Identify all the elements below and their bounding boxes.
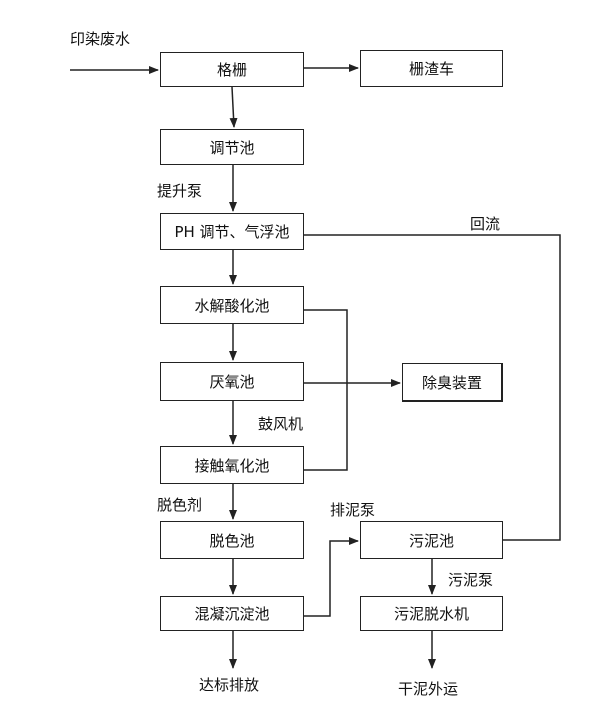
- box-ph-flotation-tank: PH 调节、气浮池: [160, 213, 304, 250]
- box-hydrolysis-tank: 水解酸化池: [160, 286, 304, 324]
- box-coag-settling-tank: 混凝沉淀池: [160, 596, 304, 631]
- label-decolor-agent: 脱色剂: [157, 496, 203, 514]
- box-decolor-tank-label: 脱色池: [209, 531, 255, 550]
- label-sludge-pump-2: 污泥泵: [448, 571, 494, 589]
- label-lift-pump: 提升泵: [157, 182, 203, 200]
- label-reflux: 回流: [470, 215, 501, 233]
- box-regulating-tank: 调节池: [160, 129, 304, 165]
- arrow-grating-regulating: [229, 86, 238, 128]
- label-blower: 鼓风机: [258, 415, 304, 433]
- label-discharge: 达标排放: [199, 676, 260, 694]
- box-contact-oxidation-tank-label: 接触氧化池: [194, 456, 270, 475]
- gas-collection-line: [304, 309, 348, 471]
- box-regulating-tank-label: 调节池: [209, 138, 255, 157]
- box-deodorization-device-label: 除臭装置: [421, 373, 482, 392]
- reflux-line: [304, 234, 561, 541]
- label-sludge-pump-1: 排泥泵: [330, 501, 376, 519]
- box-anoxic-tank: 厌氧池: [160, 362, 304, 401]
- label-dry-sludge: 干泥外运: [398, 680, 459, 698]
- arrow-coag-sludge: [304, 537, 359, 617]
- box-ph-flotation-tank-label: PH 调节、气浮池: [174, 223, 290, 241]
- box-residue-truck: 栅渣车: [360, 50, 503, 87]
- label-input: 印染废水: [70, 30, 131, 48]
- box-grating: 格栅: [160, 52, 304, 87]
- box-grating-label: 格栅: [216, 61, 247, 79]
- box-sludge-tank-label: 污泥池: [408, 531, 454, 550]
- box-contact-oxidation-tank: 接触氧化池: [160, 446, 304, 484]
- box-sludge-dewater-label: 污泥脱水机: [393, 605, 469, 623]
- box-deodorization-device: 除臭装置: [402, 363, 503, 402]
- box-residue-truck-label: 栅渣车: [408, 60, 454, 78]
- box-hydrolysis-tank-label: 水解酸化池: [194, 296, 270, 315]
- box-decolor-tank: 脱色池: [160, 521, 304, 559]
- box-anoxic-tank-label: 厌氧池: [209, 373, 255, 391]
- box-sludge-dewater: 污泥脱水机: [360, 596, 503, 631]
- box-coag-settling-tank-label: 混凝沉淀池: [194, 605, 270, 623]
- box-sludge-tank: 污泥池: [360, 521, 503, 559]
